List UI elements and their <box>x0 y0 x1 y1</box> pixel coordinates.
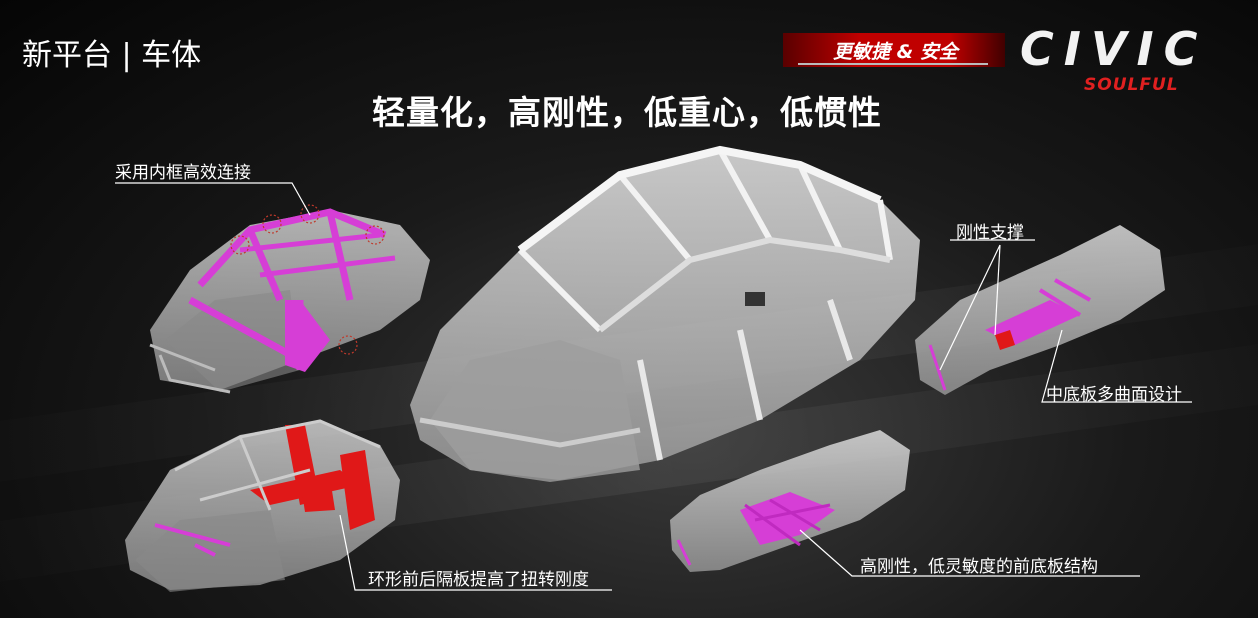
callout-line-ring-bulkhead <box>339 514 612 591</box>
headline: 轻量化，高刚性，低重心，低惯性 <box>372 93 882 132</box>
callout-rigid-support: 刚性支撑 <box>956 223 1024 243</box>
car-body-ring-bulkhead <box>125 419 400 592</box>
callout-line-front-floor <box>799 529 1140 577</box>
callout-inner-frame: 采用内框高效连接 <box>115 163 251 183</box>
slogan-badge: 更敏捷 & 安全 <box>783 33 1005 67</box>
callout-center-floor: 中底板多曲面设计 <box>1046 385 1182 405</box>
underbody-rigid-support <box>915 225 1165 395</box>
callout-ring-bulkhead: 环形前后隔板提高了扭转刚度 <box>368 570 589 590</box>
callout-line-rigid-support-a <box>994 244 1001 336</box>
car-body-main <box>410 145 920 482</box>
badge-underline <box>798 63 988 65</box>
brand-logo: CIVIC <box>1020 22 1208 76</box>
callout-front-floor: 高刚性，低灵敏度的前底板结构 <box>860 557 1098 577</box>
callout-line-inner-frame <box>115 182 311 216</box>
car-body-inner-frame <box>149 204 430 394</box>
callout-lines <box>115 182 1192 591</box>
page-title: 新平台 | 车体 <box>22 38 202 73</box>
slogan-text: 更敏捷 & 安全 <box>833 41 958 63</box>
brand-tagline: SOULFUL <box>1084 75 1179 95</box>
underbody-front-floor <box>670 430 910 572</box>
callout-line-rigid-support-b <box>939 244 1001 371</box>
callout-line-center-floor <box>1041 329 1192 403</box>
